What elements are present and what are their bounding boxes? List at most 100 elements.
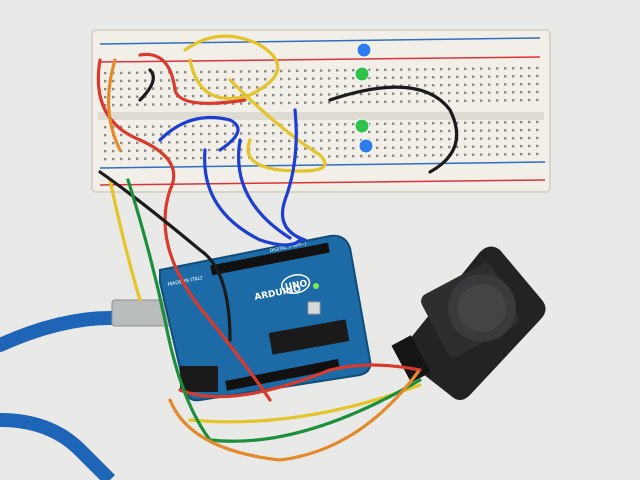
breadboard-hole <box>344 77 347 80</box>
breadboard-hole <box>424 84 427 87</box>
breadboard-hole <box>288 123 291 127</box>
breadboard-hole <box>464 121 467 125</box>
breadboard-hole <box>168 125 171 128</box>
breadboard-hole <box>128 87 131 91</box>
wire-orange <box>168 370 420 462</box>
breadboard-hole <box>448 129 451 133</box>
breadboard-hole <box>352 154 355 158</box>
breadboard-hole <box>232 124 235 127</box>
breadboard-hole <box>376 138 379 142</box>
breadboard-hole <box>528 136 531 140</box>
breadboard-hole <box>320 85 323 88</box>
breadboard-hole <box>104 149 107 153</box>
breadboard-hole <box>472 75 475 78</box>
breadboard-hole <box>504 67 507 70</box>
breadboard-hole <box>160 87 163 90</box>
breadboard-hole <box>376 100 379 104</box>
breadboard-hole <box>368 84 371 88</box>
breadboard-hole <box>144 103 147 106</box>
breadboard-hole <box>264 78 267 81</box>
breadboard-hole <box>464 75 467 79</box>
breadboard-hole <box>456 121 459 125</box>
breadboard-hole <box>384 68 387 71</box>
breadboard-hole <box>272 139 275 143</box>
breadboard-hole <box>128 71 131 75</box>
breadboard-hole <box>472 129 475 132</box>
breadboard-hole <box>256 124 259 127</box>
breadboard-hole <box>464 67 467 71</box>
breadboard-hole <box>288 101 291 105</box>
breadboard-hole <box>264 102 267 105</box>
breadboard-hole <box>416 100 419 103</box>
breadboard-hole <box>264 140 267 143</box>
breadboard-hole <box>400 100 403 103</box>
breadboard-hole <box>176 71 179 74</box>
breadboard-hole <box>184 102 187 106</box>
breadboard-hole <box>496 121 499 124</box>
breadboard-hole <box>216 124 219 128</box>
breadboard-hole <box>512 75 515 78</box>
breadboard-hole <box>408 92 411 95</box>
breadboard-hole <box>200 132 203 136</box>
breadboard-hole <box>536 128 539 132</box>
breadboard-hole <box>520 66 523 70</box>
breadboard-hole <box>368 130 371 134</box>
breadboard-hole <box>272 155 275 159</box>
breadboard-hole <box>384 100 387 103</box>
wire-yellow <box>183 34 280 100</box>
breadboard-hole <box>144 79 147 82</box>
breadboard-hole <box>248 102 251 105</box>
breadboard-hole <box>320 139 323 142</box>
breadboard-hole <box>392 92 395 95</box>
breadboard-hole <box>200 124 203 128</box>
breadboard-hole <box>456 75 459 79</box>
breadboard-hole <box>136 157 139 160</box>
breadboard-hole <box>424 130 427 133</box>
breadboard-hole <box>328 155 331 158</box>
breadboard-hole <box>224 78 227 81</box>
breadboard-hole <box>168 103 171 106</box>
breadboard-hole <box>512 121 515 124</box>
breadboard-hole <box>112 157 115 161</box>
breadboard-hole <box>200 148 203 152</box>
breadboard-hole <box>176 141 179 144</box>
breadboard-hole <box>344 85 347 88</box>
breadboard-hole <box>384 76 387 79</box>
breadboard-hole <box>128 103 131 107</box>
breadboard-hole <box>208 86 211 90</box>
breadboard-hole <box>512 99 515 102</box>
breadboard-hole <box>416 122 419 125</box>
breadboard-hole <box>424 100 427 103</box>
breadboard-hole <box>432 76 435 79</box>
breadboard-hole <box>464 91 467 95</box>
breadboard-hole <box>312 131 315 134</box>
breadboard-hole <box>304 93 307 96</box>
led-blue <box>358 138 374 154</box>
breadboard-hole <box>352 122 355 126</box>
breadboard-hole <box>480 99 483 102</box>
breadboard-hole <box>304 147 307 150</box>
breadboard-hole <box>512 83 515 86</box>
breadboard-hole <box>320 77 323 80</box>
breadboard-hole <box>344 131 347 134</box>
breadboard-hole <box>512 129 515 132</box>
breadboard-hole <box>480 121 483 124</box>
breadboard-hole <box>320 101 323 104</box>
power-jack <box>180 366 218 392</box>
breadboard-hole <box>192 140 195 144</box>
breadboard-hole <box>256 102 259 105</box>
breadboard-hole <box>312 123 315 126</box>
breadboard-hole <box>216 140 219 144</box>
breadboard-hole <box>280 101 283 105</box>
breadboard-hole <box>408 154 411 157</box>
breadboard-hole <box>400 154 403 157</box>
breadboard-hole <box>376 130 379 134</box>
breadboard-hole <box>432 92 435 95</box>
breadboard-hole <box>536 144 539 148</box>
breadboard-hole <box>144 157 147 160</box>
uno-badge: UNO <box>281 274 311 295</box>
breadboard-hole <box>280 139 283 143</box>
breadboard-hole <box>520 120 523 124</box>
breadboard-hole <box>120 133 123 137</box>
